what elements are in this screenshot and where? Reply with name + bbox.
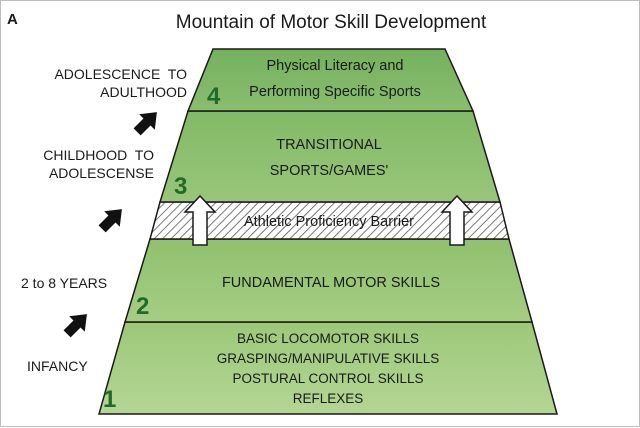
stage-1-number: 1 [103,386,116,413]
stage-4-band [186,48,475,112]
barrier-label: Athletic Proficiency Barrier [244,214,414,230]
stage-3-line-1: TRANSITIONAL [276,137,382,153]
stage-3-number: 3 [174,173,187,200]
stage-2-number: 2 [136,293,149,320]
barrier-arrow-left-icon [183,194,217,246]
stage-3-band [158,110,502,203]
stage-1-line-2: GRASPING/MANIPULATIVE SKILLS [217,351,440,366]
age-label-childhood-line-1: CHILDHOOD TO [43,147,154,163]
progression-arrow-1-icon [63,314,87,338]
stage-4-number: 4 [207,83,221,110]
age-label-adolescence-line-1: ADOLESCENCE TO [54,66,187,82]
age-label-adolescence-line-2: ADULTHOOD [100,84,187,100]
panel-letter: A [7,11,18,28]
barrier-arrow-right-icon [440,194,474,246]
stage-3-line-2: SPORTS/GAMES' [270,163,389,179]
age-label-2-to-8-years: 2 to 8 YEARS [21,275,107,291]
stage-1-line-3: POSTURAL CONTROL SKILLS [232,371,423,386]
stage-4-line-2: Performing Specific Sports [249,84,421,100]
progression-arrow-2-icon [98,209,122,233]
progression-arrow-3-icon [133,112,157,136]
age-label-childhood-line-2: ADOLESCENSE [49,165,154,181]
age-label-infancy: INFANCY [27,358,88,374]
diagram-title: Mountain of Motor Skill Development [176,12,487,33]
stage-1-line-1: BASIC LOCOMOTOR SKILLS [237,331,419,346]
stage-4-line-1: Physical Literacy and [266,58,403,74]
stage-2-line-1: FUNDAMENTAL MOTOR SKILLS [222,275,440,291]
stage-1-line-4: REFLEXES [293,391,364,406]
